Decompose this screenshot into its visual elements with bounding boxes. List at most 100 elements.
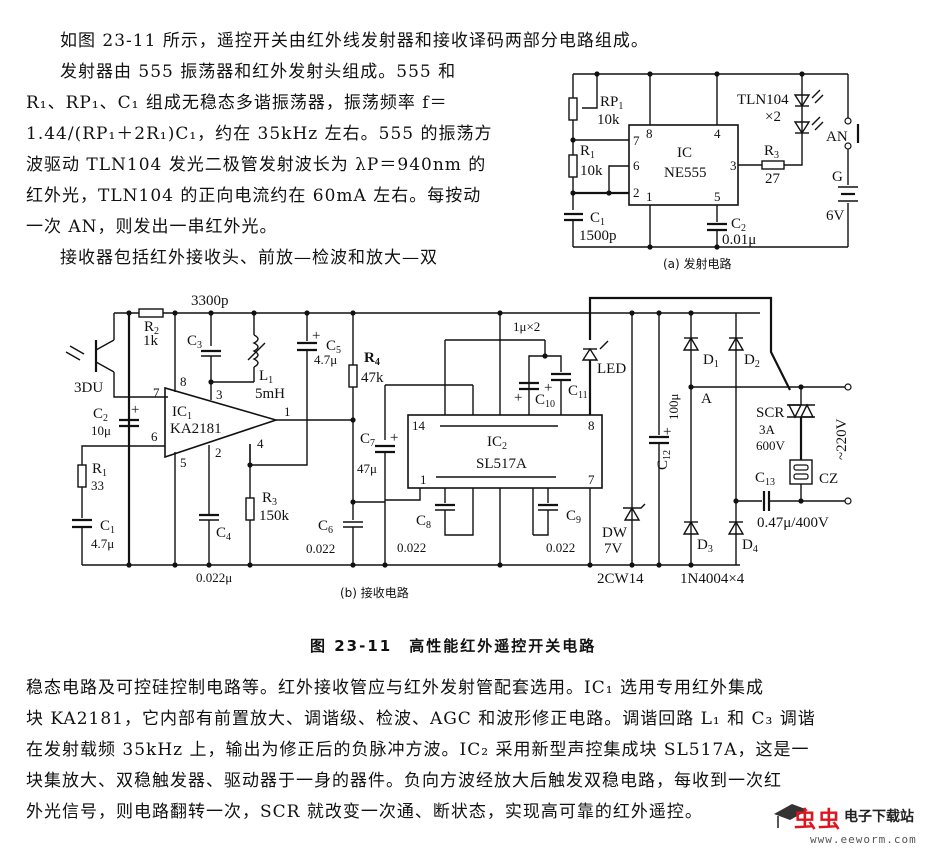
svg-text:D1: D1 (703, 352, 719, 370)
svg-text:D2: D2 (744, 352, 760, 370)
intro-line: 波驱动 TLN104 发光二极管发射波长为 λP＝940nm 的 (26, 155, 487, 175)
svg-text:+: + (312, 328, 320, 344)
svg-text:+: + (131, 402, 139, 418)
svg-text:1: 1 (420, 472, 427, 487)
watermark-logo: 虫虫 (794, 808, 843, 833)
svg-text:C7: C7 (360, 431, 375, 449)
intro-line: 一次 AN，则发出一串红外光。 (26, 217, 278, 237)
svg-text:4: 4 (714, 126, 721, 141)
svg-text:KA2181: KA2181 (170, 421, 222, 437)
svg-text:C1: C1 (100, 518, 115, 536)
svg-text:2: 2 (215, 445, 222, 460)
svg-text:4.7μ: 4.7μ (314, 352, 337, 367)
svg-text:6V: 6V (826, 208, 845, 224)
svg-text:IC: IC (677, 145, 692, 161)
svg-text:LED: LED (597, 361, 626, 377)
svg-text:C2: C2 (93, 406, 108, 424)
graduation-cap-icon (774, 804, 808, 828)
svg-text:CZ: CZ (819, 471, 838, 487)
intro-line: 红外光，TLN104 的正向电流约在 60mA 左右。每按动 (26, 186, 482, 206)
svg-text:10k: 10k (597, 112, 620, 128)
svg-text:600V: 600V (756, 438, 786, 453)
intro-line: 发射器由 555 振荡器和红外发射头组成。555 和 (60, 62, 457, 82)
svg-text:33: 33 (91, 478, 104, 493)
intro-line: R₁、RP₁、C₁ 组成无稳态多谐振荡器，振荡频率 f＝ (26, 93, 448, 113)
svg-text:7: 7 (633, 133, 640, 148)
watermark-url: www.eeworm.com (810, 833, 917, 846)
svg-text:1: 1 (646, 189, 653, 204)
svg-text:C8: C8 (416, 513, 431, 531)
body-line: 在发射载频 35kHz 上，输出为修正后的负脉冲方波。IC₂ 采用新型声控集成块… (26, 740, 810, 760)
svg-text:27: 27 (765, 171, 781, 187)
svg-text:3: 3 (730, 158, 737, 173)
svg-text:5: 5 (714, 189, 721, 204)
svg-text:RP1: RP1 (600, 94, 623, 112)
svg-text:C4: C4 (216, 525, 231, 543)
svg-text:C11: C11 (568, 383, 588, 401)
r4-resistor (348, 364, 358, 388)
svg-text:A: A (701, 391, 712, 407)
svg-text:47μ: 47μ (357, 461, 377, 476)
svg-text:14: 14 (412, 418, 426, 433)
svg-text:C12: C12 (655, 450, 673, 470)
svg-text:0.022: 0.022 (546, 540, 575, 555)
svg-text:R4: R4 (364, 350, 380, 368)
svg-text:8: 8 (646, 126, 653, 141)
transmitter-labels: RP1 10k R1 10k C1 1500p IC NE555 8 4 7 6… (579, 92, 848, 271)
svg-text:+: + (544, 380, 552, 396)
svg-text:5: 5 (180, 455, 187, 470)
svg-text:4.7μ: 4.7μ (91, 536, 114, 551)
svg-text:~220V: ~220V (834, 418, 850, 460)
svg-text:1μ×2: 1μ×2 (513, 319, 540, 334)
svg-text:+: + (514, 390, 522, 406)
svg-text:10k: 10k (580, 163, 603, 179)
svg-text:AN: AN (826, 129, 848, 145)
svg-text:2: 2 (633, 185, 640, 200)
svg-text:0.022: 0.022 (397, 540, 426, 555)
svg-text:8: 8 (180, 374, 187, 389)
svg-text:3300p: 3300p (191, 293, 229, 309)
svg-text:+: + (663, 424, 671, 440)
figure-caption: 图 23-11 高性能红外遥控开关电路 (310, 637, 597, 655)
svg-text:C5: C5 (326, 338, 341, 356)
svg-text:100μ: 100μ (666, 394, 681, 421)
receiver-wires (65, 296, 852, 568)
transmitter-wires (564, 71, 860, 250)
intro-line: 1.44/(RP₁＋2R₁)C₁，约在 35kHz 左右。555 的振荡方 (26, 124, 493, 144)
svg-text:7: 7 (588, 472, 595, 487)
svg-text:6: 6 (151, 429, 158, 444)
svg-text:0.01μ: 0.01μ (722, 232, 756, 248)
r3-resistor-rx (245, 497, 255, 521)
svg-text:L1: L1 (259, 368, 273, 386)
sl517a-ic (407, 414, 603, 489)
svg-text:0.47μ/400V: 0.47μ/400V (757, 515, 829, 531)
svg-text:2CW14: 2CW14 (597, 571, 644, 587)
svg-text:G: G (832, 169, 843, 185)
svg-text:3: 3 (216, 387, 223, 402)
svg-text:3A: 3A (759, 422, 776, 437)
svg-text:3DU: 3DU (74, 380, 103, 396)
svg-text:0.022μ: 0.022μ (196, 570, 232, 585)
body-paragraph: 稳态电路及可控硅控制电路等。红外接收管应与红外发射管配套选用。IC₁ 选用专用红… (26, 673, 816, 828)
body-line: 块 KA2181，它内部有前置放大、调谐级、检波、AGC 和波形修正电路。调谐回… (26, 709, 816, 729)
svg-text:1500p: 1500p (579, 228, 617, 244)
svg-text:R1: R1 (580, 143, 595, 161)
intro-line: 如图 23-11 所示，遥控开关由红外线发射器和接收译码两部分电路组成。 (60, 31, 649, 51)
svg-text:DW: DW (602, 525, 628, 541)
intro-line: 接收器包括红外接收头、前放—检波和放大—双 (60, 248, 438, 268)
svg-text:R3: R3 (764, 143, 779, 161)
svg-text:D4: D4 (742, 537, 758, 555)
svg-text:IC2: IC2 (487, 434, 507, 452)
svg-text:C1: C1 (590, 210, 605, 228)
cz-socket (789, 459, 813, 485)
svg-text:7: 7 (153, 385, 160, 400)
svg-text:IC1: IC1 (172, 404, 192, 422)
svg-text:R2: R2 (144, 319, 159, 337)
svg-text:8: 8 (588, 418, 595, 433)
ne555-ic (628, 124, 739, 206)
svg-text:C9: C9 (566, 508, 581, 526)
svg-text:47k: 47k (361, 370, 384, 386)
svg-text:D3: D3 (697, 537, 713, 555)
